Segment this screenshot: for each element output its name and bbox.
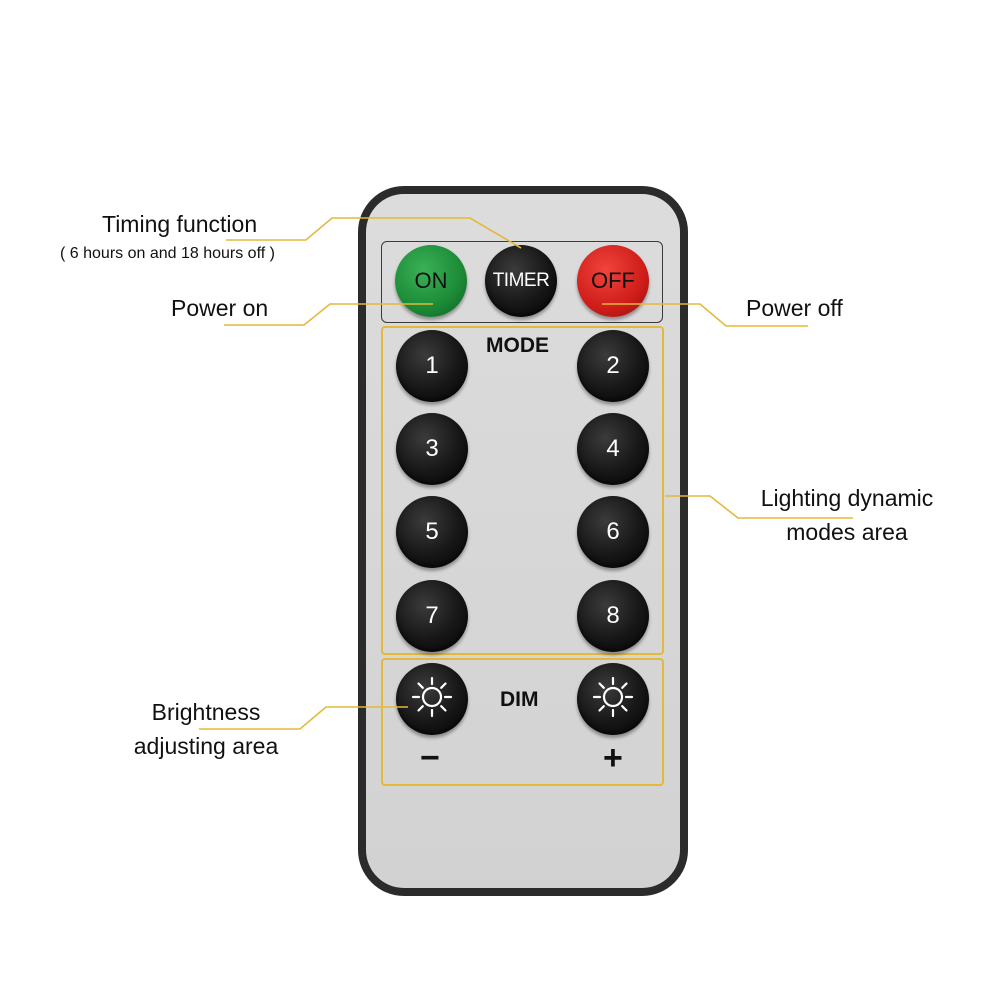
lighting-callout-line2: modes area: [786, 519, 908, 545]
dim-up-button[interactable]: [577, 663, 649, 735]
mode-button-2[interactable]: 2: [577, 330, 649, 402]
mode-button-label: 3: [425, 435, 439, 462]
brightness-callout-line1: Brightness: [151, 699, 261, 725]
mode-button-8[interactable]: 8: [577, 580, 649, 652]
brightness-callout-line2: adjusting area: [133, 733, 279, 759]
dim-down-button[interactable]: [396, 663, 468, 735]
timer-button-label: TIMER: [492, 270, 550, 291]
sun-outline-icon: [591, 675, 635, 724]
mode-button-5[interactable]: 5: [396, 496, 468, 568]
timing-function-detail: ( 6 hours on and 18 hours off ): [60, 245, 275, 262]
mode-button-1[interactable]: 1: [396, 330, 468, 402]
mode-button-3[interactable]: 3: [396, 413, 468, 485]
on-button[interactable]: ON: [395, 245, 467, 317]
dim-plus-sign: +: [603, 739, 623, 777]
lighting-callout-line1: Lighting dynamic: [760, 485, 934, 511]
off-button-label: OFF: [591, 268, 635, 293]
on-button-label: ON: [414, 268, 448, 293]
sun-outline-icon: [410, 675, 454, 724]
mode-button-label: 8: [606, 602, 620, 629]
dim-minus-sign: −: [420, 739, 440, 777]
power-on-callout: Power on: [171, 295, 269, 321]
mode-button-label: 1: [425, 352, 439, 379]
mode-button-6[interactable]: 6: [577, 496, 649, 568]
timer-button[interactable]: TIMER: [485, 245, 557, 317]
power-timer-panel: [381, 241, 663, 323]
brightness-callout: Brightness adjusting area: [118, 695, 294, 763]
lighting-modes-area: [381, 326, 664, 655]
mode-button-7[interactable]: 7: [396, 580, 468, 652]
off-button[interactable]: OFF: [577, 245, 649, 317]
power-off-callout: Power off: [746, 295, 843, 321]
mode-label: MODE: [486, 334, 549, 357]
mode-button-label: 7: [425, 602, 439, 629]
mode-button-label: 6: [606, 518, 620, 545]
mode-button-label: 5: [425, 518, 439, 545]
mode-button-label: 4: [606, 435, 620, 462]
timing-function-callout: Timing function: [102, 211, 258, 237]
dim-label: DIM: [500, 688, 539, 711]
mode-button-4[interactable]: 4: [577, 413, 649, 485]
lighting-modes-callout: Lighting dynamic modes area: [746, 481, 948, 549]
mode-button-label: 2: [606, 352, 620, 379]
